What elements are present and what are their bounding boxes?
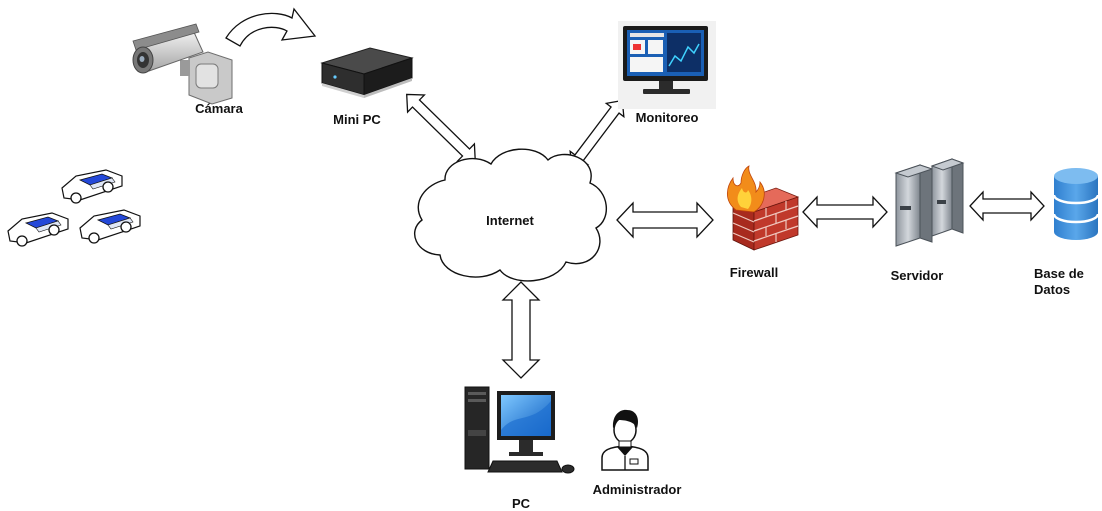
police-car-icon — [79, 209, 141, 244]
firewall-server-arrow — [802, 195, 888, 229]
server-database-arrow — [969, 190, 1045, 222]
security-camera-icon — [132, 23, 233, 105]
monitoring-label: Monitoreo — [636, 110, 699, 125]
server-label: Servidor — [891, 268, 944, 283]
administrator-label: Administrador — [593, 482, 682, 497]
internet-pc-arrow — [501, 281, 541, 379]
desktop-computer-icon — [464, 386, 575, 474]
database-label-line1: Base de — [1034, 266, 1084, 281]
firewall-icon — [726, 165, 800, 251]
minipc-internet-arrow — [406, 93, 476, 163]
server-icon — [894, 158, 965, 247]
police-car-icon — [61, 169, 123, 204]
internet-firewall-arrow — [616, 201, 714, 239]
pc-label: PC — [512, 496, 531, 511]
administrator-icon — [601, 409, 649, 471]
monitor-icon — [618, 21, 716, 109]
firewall-label: Firewall — [730, 265, 778, 280]
database-icon — [1052, 168, 1100, 240]
cloud-icon — [413, 148, 608, 282]
mini-pc-icon — [320, 47, 414, 98]
database-label-line2: Datos — [1034, 282, 1070, 297]
mini-pc-label: Mini PC — [333, 112, 381, 127]
internet-label: Internet — [486, 213, 534, 228]
police-car-icon — [7, 212, 69, 247]
camera-to-minipc-arrow — [225, 7, 317, 47]
camera-label: Cámara — [195, 101, 243, 116]
